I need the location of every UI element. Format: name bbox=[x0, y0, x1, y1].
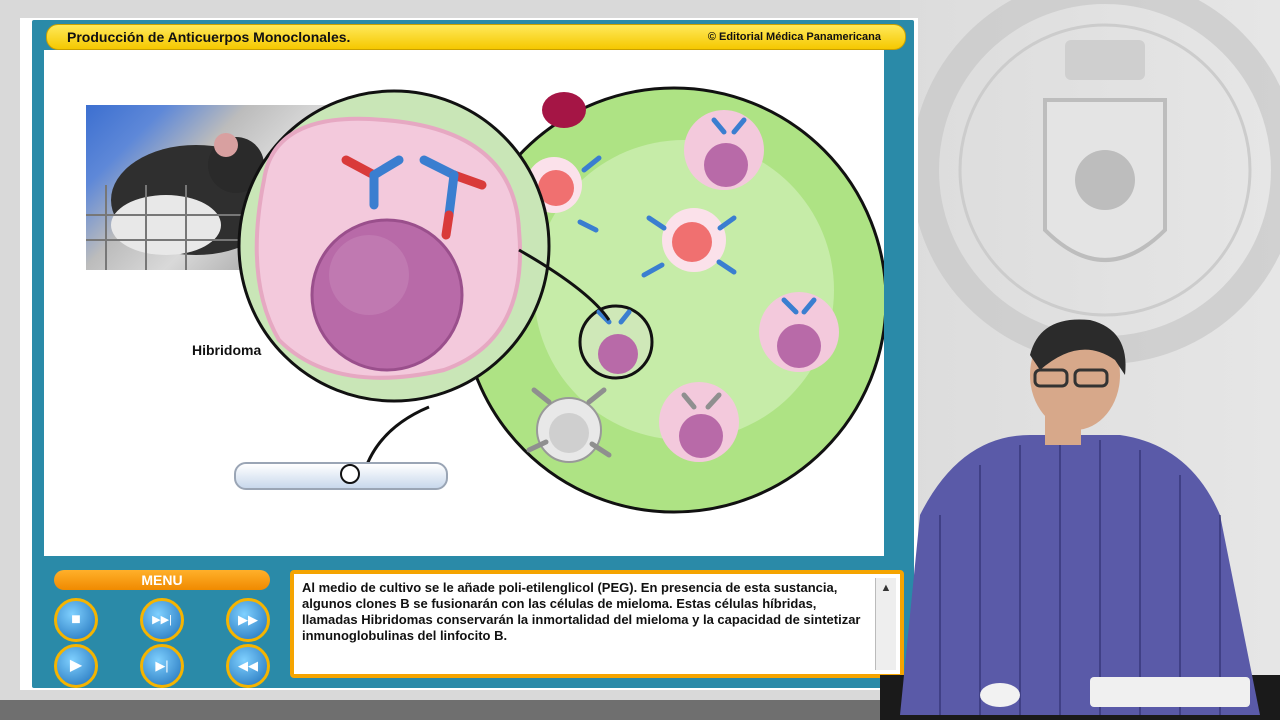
animation-canvas: Hibridoma bbox=[44, 50, 884, 556]
step-forward-icon: ▶| bbox=[155, 658, 169, 673]
play-button[interactable]: ▶ bbox=[54, 644, 98, 688]
keyboard bbox=[1090, 677, 1250, 707]
stop-button[interactable]: ■ bbox=[54, 598, 98, 642]
slider-handle[interactable] bbox=[340, 464, 360, 484]
copyright-text: © Editorial Médica Panamericana bbox=[707, 31, 881, 43]
fast-forward-button[interactable]: ▶▶ bbox=[226, 598, 270, 642]
fast-forward-icon: ▶▶ bbox=[238, 612, 258, 627]
next-button[interactable]: ▶| bbox=[140, 644, 184, 688]
app-window: Producción de Anticuerpos Monoclonales. … bbox=[20, 18, 918, 690]
scroll-up-icon[interactable]: ▲ bbox=[880, 582, 892, 594]
progress-slider[interactable] bbox=[234, 462, 448, 490]
description-text: Al medio de cultivo se le añade poli-eti… bbox=[302, 580, 861, 643]
control-panel: MENU ■ ▶▶| ▶▶ ▶ ▶| ◀◀ Al medio de cultiv… bbox=[44, 556, 914, 688]
skip-end-icon: ▶▶| bbox=[152, 614, 172, 626]
title-bar: Producción de Anticuerpos Monoclonales. … bbox=[46, 24, 906, 50]
hibridoma-label: Hibridoma bbox=[192, 342, 262, 358]
fast-forward-end-button[interactable]: ▶▶| bbox=[140, 598, 184, 642]
rewind-icon: ◀◀ bbox=[238, 658, 258, 673]
description-panel: Al medio de cultivo se le añade poli-eti… bbox=[290, 570, 904, 678]
mouse bbox=[980, 683, 1020, 707]
culture-diagram bbox=[237, 86, 884, 514]
rewind-button[interactable]: ◀◀ bbox=[226, 644, 270, 688]
play-icon: ▶ bbox=[69, 657, 83, 674]
presenter bbox=[880, 319, 1280, 720]
myeloma-cell bbox=[542, 92, 586, 128]
app-frame: Producción de Anticuerpos Monoclonales. … bbox=[32, 20, 914, 688]
description-scrollbar[interactable]: ▲ bbox=[875, 578, 896, 670]
stop-icon: ■ bbox=[71, 611, 81, 628]
desk-strip bbox=[0, 700, 900, 720]
menu-button[interactable]: MENU bbox=[54, 570, 270, 590]
page-title: Producción de Anticuerpos Monoclonales. bbox=[67, 29, 351, 45]
